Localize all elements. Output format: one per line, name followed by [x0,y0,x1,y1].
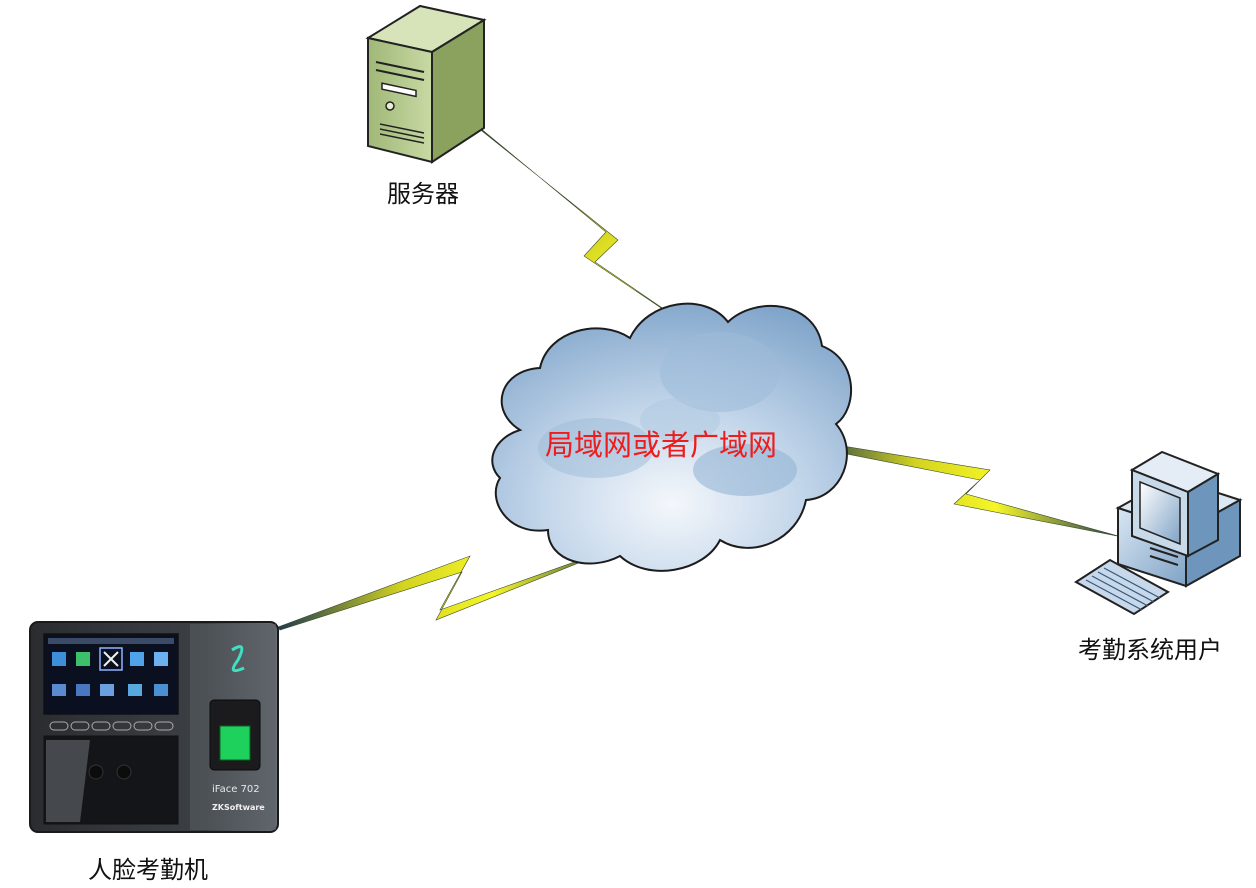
attendance-device-icon: iFace 702 ZKSoftware [29,621,279,833]
device-brand: ZKSoftware [212,803,265,812]
user-label: 考勤系统用户 [1078,636,1222,664]
link-network-user [805,439,1123,538]
network-label: 局域网或者广域网 [545,428,778,462]
server-icon [365,4,487,164]
link-device-network [277,539,637,631]
cloud-network [491,302,853,572]
server-label: 服务器 [387,180,459,208]
function-keys [49,721,174,731]
device-screen [43,633,179,715]
computer-icon [1074,450,1243,616]
fingerprint-sensor-icon [219,725,251,761]
device-model: iFace 702 [212,784,260,795]
logo-swoosh-icon [231,645,245,673]
device-menu-icons [52,647,168,696]
device-label: 人脸考勤机 [88,856,208,884]
